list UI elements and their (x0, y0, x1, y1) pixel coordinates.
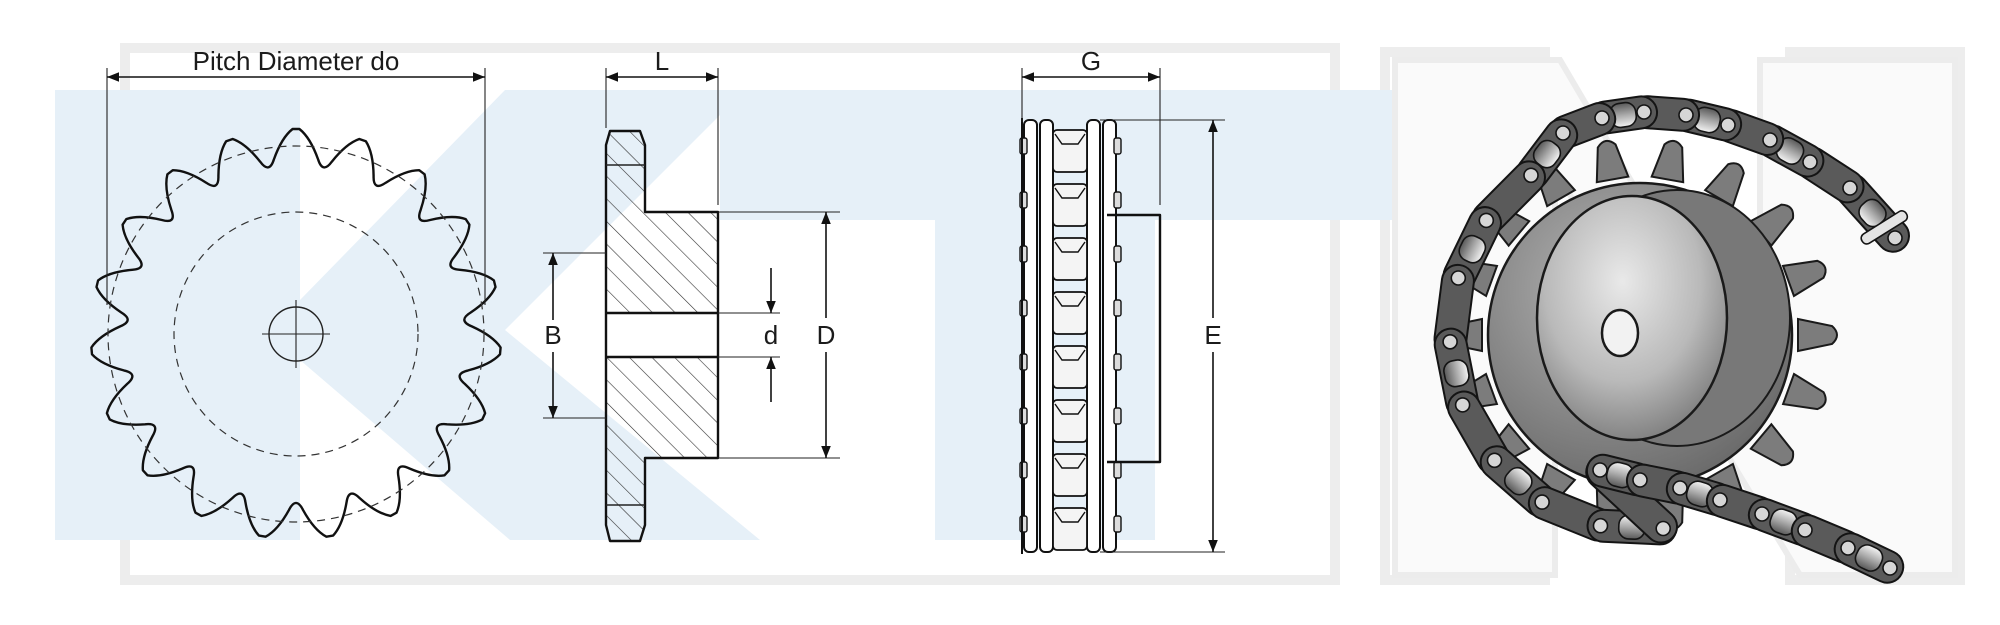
chain-pin (1802, 154, 1818, 170)
chain-pin (1632, 472, 1648, 488)
chain-pin (1450, 270, 1467, 286)
chain-roller (1052, 291, 1088, 335)
chain-height-label: E (1204, 320, 1221, 350)
sprocket-tooth (1797, 317, 1838, 353)
sprocket-with-chain-render (1433, 95, 1910, 584)
roller-edge (1054, 349, 1086, 361)
chain-side-view: G E (1019, 46, 1225, 554)
chain-roller (1052, 507, 1088, 551)
hub-circle (173, 211, 419, 457)
chain-pin (1636, 104, 1652, 120)
chain-plate (1023, 119, 1038, 553)
chain-pin (1594, 110, 1610, 126)
pin-head (1113, 137, 1122, 155)
pitch-circle (107, 145, 485, 523)
bore-label: d (764, 320, 778, 350)
chain-pin (1882, 560, 1898, 576)
chain-pin (1534, 494, 1550, 510)
roller-edge (1054, 457, 1086, 469)
chain-plate (1039, 119, 1054, 553)
sprocket-section-view: L B d D (543, 46, 840, 543)
roller-edge (1054, 187, 1086, 199)
chain-roller (1854, 544, 1884, 572)
chain-pin (1754, 506, 1770, 522)
chain-pin (1840, 540, 1856, 556)
chain-roller (1052, 183, 1088, 227)
pin-head (1113, 299, 1122, 317)
chain-pin (1442, 333, 1458, 350)
sprocket-tooth-profile (90, 127, 502, 538)
hub-height-label: B (544, 320, 561, 350)
chain-roller (1052, 399, 1088, 443)
chain-roller (1052, 345, 1088, 389)
sprocket-tooth (1749, 203, 1795, 248)
chain-roller (1503, 466, 1533, 496)
chain-pin (1678, 107, 1694, 123)
sprocket-tooth (1595, 139, 1630, 184)
pin-head (1113, 407, 1122, 425)
sprocket-tooth (1650, 139, 1685, 184)
chain-roller (1052, 129, 1088, 173)
chain-roller (1458, 234, 1487, 264)
chain-pin (1712, 492, 1728, 508)
chain-pin (1720, 117, 1736, 133)
pitch-diameter-label: Pitch Diameter do (193, 46, 400, 76)
chain-pin (1523, 167, 1539, 184)
sprocket-front-view: Pitch Diameter do (90, 46, 502, 538)
chain-plate (1086, 119, 1101, 553)
pin-head (1113, 353, 1122, 371)
roller-edge (1054, 403, 1086, 415)
sprocket-tooth (1703, 162, 1745, 208)
chain-roller (1052, 237, 1088, 281)
sprocket-tooth (1749, 422, 1795, 467)
sprocket-tooth (1781, 259, 1827, 298)
roller-chain-render (1433, 95, 1910, 584)
chain-pin (1486, 452, 1503, 469)
chain-width-label: G (1081, 46, 1101, 76)
roller-edge (1054, 511, 1086, 523)
sprocket-tooth (1781, 372, 1827, 411)
roller-edge (1054, 295, 1086, 307)
chain-roller (1052, 453, 1088, 497)
chain-pin (1887, 230, 1903, 246)
chain-pin (1454, 397, 1471, 413)
section-profile (604, 129, 720, 543)
chain-pin (1592, 517, 1609, 534)
chain-pin (1592, 462, 1608, 478)
pin-head (1113, 191, 1122, 209)
chain-pin (1655, 520, 1671, 537)
hub-side-profile (1107, 213, 1162, 464)
hub-bore (1600, 308, 1640, 358)
pin-head (1113, 245, 1122, 263)
hub-length-label: L (655, 46, 669, 76)
chain-plate (1102, 119, 1117, 553)
chain-pin (1555, 125, 1571, 141)
roller-edge (1054, 133, 1086, 145)
chain-pin (1478, 212, 1495, 229)
chain-pin (1762, 132, 1778, 148)
chain-roller (1443, 359, 1470, 388)
chain-pin (1797, 522, 1813, 538)
chain-pin (1842, 180, 1858, 196)
chain-links (1019, 118, 1122, 554)
hub-diameter-label: D (817, 320, 836, 350)
pin-head (1113, 515, 1122, 533)
roller-edge (1054, 241, 1086, 253)
pin-head (1113, 461, 1122, 479)
loose-chain-pin (1860, 210, 1909, 245)
chain-pin (1672, 480, 1688, 496)
